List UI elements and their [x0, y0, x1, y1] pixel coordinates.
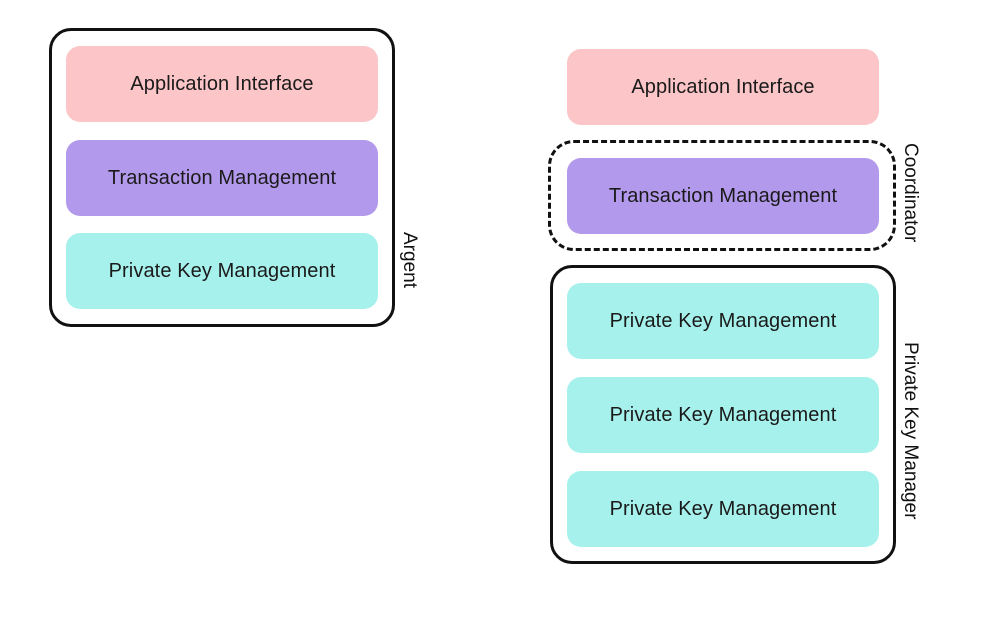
- right-private-key-management-box-1: Private Key Management: [567, 283, 879, 359]
- right-private-key-management-box-2: Private Key Management: [567, 377, 879, 453]
- right-private-key-management-label-3: Private Key Management: [609, 497, 837, 520]
- private-key-manager-frame: [550, 265, 896, 564]
- coordinator-label: Coordinator: [900, 143, 921, 243]
- right-application-interface-box: Application Interface: [567, 49, 879, 125]
- right-application-interface-label: Application Interface: [631, 75, 815, 98]
- coordinator-frame: [548, 140, 896, 251]
- left-transaction-management-label: Transaction Management: [107, 166, 337, 189]
- left-private-key-management-label: Private Key Management: [108, 259, 336, 282]
- right-transaction-management-box: Transaction Management: [567, 158, 879, 234]
- private-key-manager-label: Private Key Manager: [900, 342, 921, 520]
- left-application-interface-label: Application Interface: [130, 72, 314, 95]
- left-transaction-management-box: Transaction Management: [66, 140, 378, 216]
- left-application-interface-box: Application Interface: [66, 46, 378, 122]
- right-transaction-management-label: Transaction Management: [608, 184, 838, 207]
- left-private-key-management-box: Private Key Management: [66, 233, 378, 309]
- right-private-key-management-box-3: Private Key Management: [567, 471, 879, 547]
- right-private-key-management-label-2: Private Key Management: [609, 403, 837, 426]
- right-private-key-management-label-1: Private Key Management: [609, 309, 837, 332]
- argent-label: Argent: [399, 232, 420, 288]
- argent-frame: [49, 28, 395, 327]
